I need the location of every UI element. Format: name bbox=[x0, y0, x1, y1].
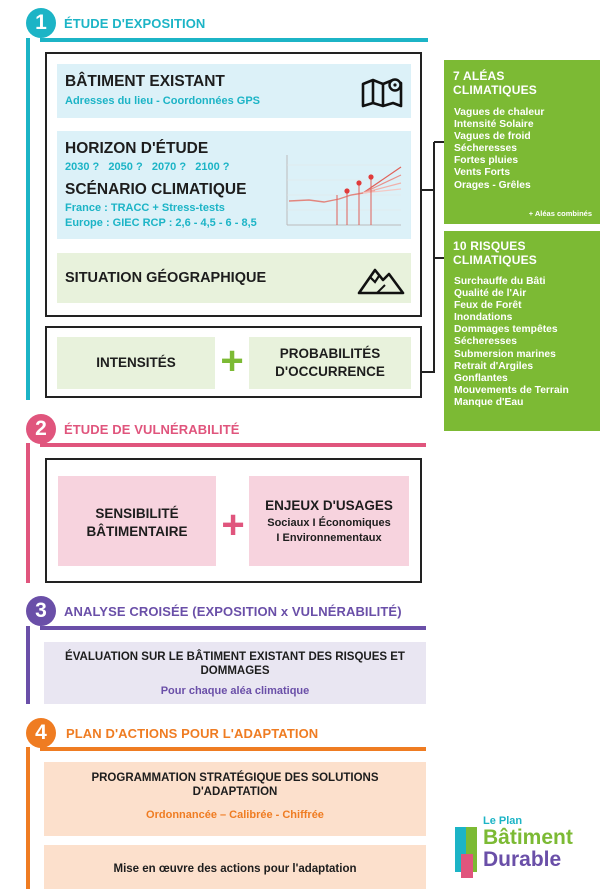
enjeux-line-1: Sociaux I Économiques bbox=[267, 517, 391, 529]
enjeux-title: ENJEUX D'USAGES bbox=[265, 498, 393, 513]
intensity-frame bbox=[45, 326, 422, 398]
logo-line-3: Durable bbox=[483, 848, 562, 871]
logo-line-1: Le Plan bbox=[483, 815, 523, 827]
logo-block-green bbox=[466, 827, 477, 872]
aleas-title-2: CLIMATIQUES bbox=[453, 83, 537, 97]
list-item: Fortes pluies bbox=[454, 155, 519, 167]
list-item: Surchauffe du Bâti bbox=[454, 276, 546, 287]
list-item: Sécheresses bbox=[454, 336, 517, 348]
enjeux-card: ENJEUX D'USAGES Sociaux I Économiques I … bbox=[249, 476, 409, 566]
step-1-rule bbox=[40, 38, 428, 42]
list-item: Retrait d'Argiles bbox=[454, 360, 534, 372]
mise-en-oeuvre-label: Mise en œuvre des actions pour l'adaptat… bbox=[113, 863, 357, 875]
step-2-side-rule bbox=[26, 443, 30, 583]
step-1-title: ÉTUDE D'EXPOSITION bbox=[64, 16, 206, 31]
evaluation-sub: Pour chaque aléa climatique bbox=[160, 685, 310, 697]
horizon-years: 2030 ? 2050 ? 2070 ? 2100 ? bbox=[65, 161, 230, 173]
programmation-line-2: D'ADAPTATION bbox=[192, 786, 278, 798]
probabilites-line-1: PROBABILITÉS bbox=[279, 346, 381, 361]
step-2-title: ÉTUDE DE VULNÉRABILITÉ bbox=[64, 422, 240, 437]
list-item: Intensité Solaire bbox=[454, 119, 534, 131]
mise-en-oeuvre-card: Mise en œuvre des actions pour l'adaptat… bbox=[44, 845, 426, 889]
step-2-frame bbox=[45, 458, 422, 583]
list-item: Orages - Grêles bbox=[454, 179, 531, 191]
step-4-badge: 4 bbox=[26, 718, 56, 748]
list-item: Mouvements de Terrain bbox=[454, 384, 569, 396]
programmation-card: PROGRAMMATION STRATÉGIQUE DES SOLUTIONS … bbox=[44, 762, 426, 836]
step-3-badge: 3 bbox=[26, 596, 56, 626]
risques-title-1: 10 RISQUES bbox=[453, 239, 526, 253]
horizon-title: HORIZON D'ÉTUDE bbox=[65, 140, 209, 157]
batiment-card: BÂTIMENT EXISTANT Adresses du lieu - Coo… bbox=[57, 64, 411, 118]
scenario-title: SCÉNARIO CLIMATIQUE bbox=[65, 181, 247, 198]
list-item: Manque d'Eau bbox=[454, 396, 524, 408]
batiment-title: BÂTIMENT EXISTANT bbox=[65, 73, 225, 90]
list-item: Vents Forts bbox=[454, 167, 511, 179]
list-item: Qualité de l'Air bbox=[454, 288, 527, 300]
step-1-frame bbox=[45, 52, 422, 317]
step-2-rule bbox=[40, 443, 426, 447]
list-item: Vagues de froid bbox=[454, 131, 531, 143]
evaluation-line-2: DOMMAGES bbox=[200, 665, 270, 677]
list-item: Gonflantes bbox=[454, 372, 508, 384]
logo-block-teal bbox=[455, 827, 466, 872]
list-item: Inondations bbox=[454, 312, 513, 324]
mountain-icon bbox=[357, 268, 405, 295]
aleas-panel: 7 ALÉAS CLIMATIQUES Vagues de chaleur In… bbox=[444, 60, 600, 224]
logo-line-2: Bâtiment bbox=[483, 826, 573, 849]
step-2-badge: 2 bbox=[26, 414, 56, 444]
step-1-side-rule bbox=[26, 38, 30, 400]
step-4-side-rule bbox=[26, 747, 30, 889]
risques-title-2: CLIMATIQUES bbox=[453, 253, 537, 267]
step-1-badge: 1 bbox=[26, 8, 56, 38]
step-3-rule bbox=[40, 626, 426, 630]
list-item: Sécheresses bbox=[454, 143, 517, 155]
sensibilite-line-2: BÂTIMENTAIRE bbox=[86, 524, 188, 539]
step-3-title: ANALYSE CROISÉE (EXPOSITION x VULNÉRABIL… bbox=[64, 604, 402, 619]
climate-graph-icon bbox=[286, 155, 402, 226]
intensites-label: INTENSITÉS bbox=[96, 355, 176, 370]
step-3-side-rule bbox=[26, 626, 30, 704]
aleas-title-1: 7 ALÉAS bbox=[453, 69, 505, 83]
sensibilite-line-1: SENSIBILITÉ bbox=[95, 506, 179, 521]
list-item: Dommages tempêtes bbox=[454, 324, 558, 336]
intensites-card: INTENSITÉS bbox=[57, 337, 215, 389]
scenario-france: France : TRACC + Stress-tests bbox=[65, 202, 225, 214]
horizon-scenario-card: HORIZON D'ÉTUDE 2030 ? 2050 ? 2070 ? 210… bbox=[57, 131, 411, 239]
probabilites-card: PROBABILITÉS D'OCCURRENCE bbox=[249, 337, 411, 389]
risques-panel: 10 RISQUES CLIMATIQUES Surchauffe du Bât… bbox=[444, 231, 600, 431]
logo-block-pink bbox=[461, 854, 473, 878]
list-item: Submersion marines bbox=[454, 348, 556, 360]
batiment-subtitle: Adresses du lieu - Coordonnées GPS bbox=[65, 95, 260, 107]
aleas-note: + Aléas combinés bbox=[528, 209, 592, 218]
scenario-europe: Europe : GIEC RCP : 2,6 - 4,5 - 6 - 8,5 bbox=[65, 217, 257, 229]
situation-title: SITUATION GÉOGRAPHIQUE bbox=[65, 270, 267, 286]
programmation-line-1: PROGRAMMATION STRATÉGIQUE DES SOLUTIONS bbox=[91, 772, 379, 784]
risques-list: Surchauffe du Bâti Qualité de l'Air Feux… bbox=[454, 276, 569, 409]
evaluation-card: ÉVALUATION SUR LE BÂTIMENT EXISTANT DES … bbox=[44, 642, 426, 704]
enjeux-line-2: I Environnementaux bbox=[276, 532, 382, 544]
plus-sign-1: + bbox=[220, 339, 244, 383]
programmation-sub: Ordonnancée – Calibrée - Chiffrée bbox=[146, 809, 324, 821]
situation-card: SITUATION GÉOGRAPHIQUE bbox=[57, 253, 411, 303]
plan-batiment-durable-logo: Le Plan Bâtiment Durable bbox=[455, 814, 603, 884]
sensibilite-card: SENSIBILITÉ BÂTIMENTAIRE bbox=[58, 476, 216, 566]
step-4-rule bbox=[40, 747, 426, 751]
step-4-title: PLAN D'ACTIONS POUR L'ADAPTATION bbox=[66, 726, 319, 741]
evaluation-line-1: ÉVALUATION SUR LE BÂTIMENT EXISTANT DES … bbox=[65, 651, 405, 663]
probabilites-line-2: D'OCCURRENCE bbox=[275, 364, 385, 379]
map-icon bbox=[361, 78, 403, 108]
plus-sign-2: + bbox=[221, 503, 245, 547]
list-item: Feux de Forêt bbox=[454, 300, 522, 312]
aleas-list: Vagues de chaleur Intensité Solaire Vagu… bbox=[454, 107, 544, 192]
list-item: Vagues de chaleur bbox=[454, 107, 545, 118]
